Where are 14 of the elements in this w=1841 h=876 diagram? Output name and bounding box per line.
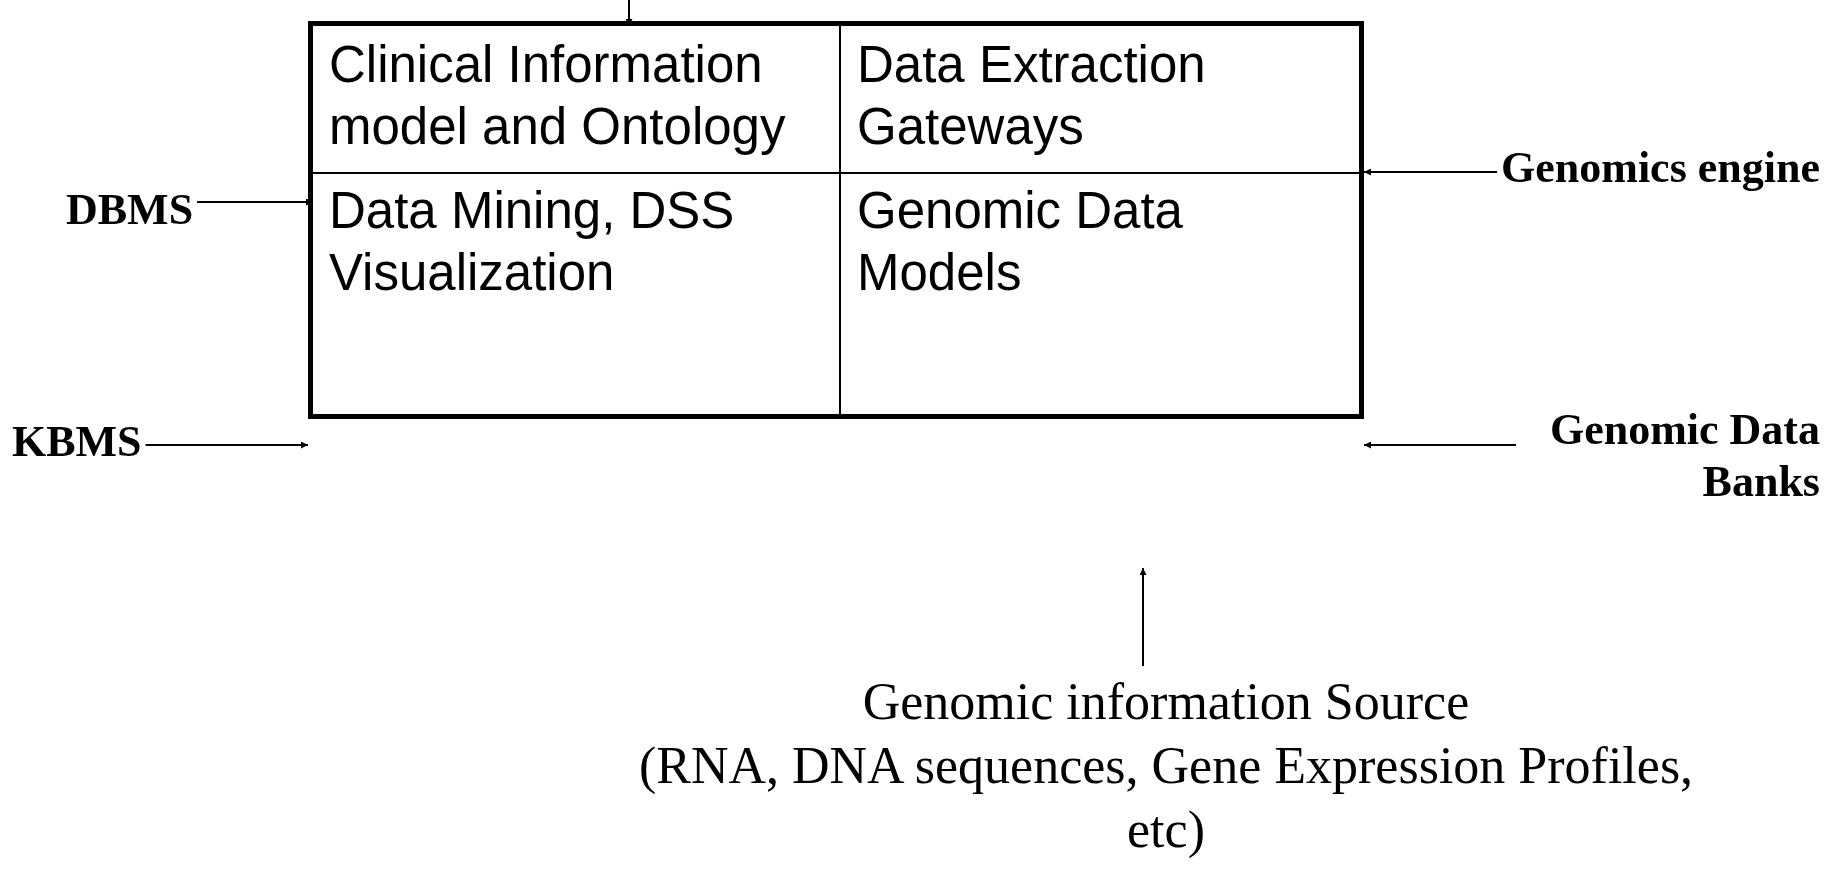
- side-label: KBMS: [12, 416, 142, 468]
- arrow: [1363, 168, 1498, 176]
- side-label: Genomic Data Banks: [1520, 404, 1820, 508]
- arrow: [1363, 441, 1517, 449]
- table-cell: Data Extraction Gateways: [841, 26, 1359, 174]
- table-cell: Data Mining, DSS Visualization: [313, 174, 841, 414]
- side-label: Genomics engine: [1501, 142, 1820, 194]
- table-cell: Genomic Data Models: [841, 174, 1359, 414]
- table-cell: Clinical Information model and Ontology: [313, 26, 841, 174]
- arrow: [1139, 567, 1147, 667]
- source-label: Genomic information Source (RNA, DNA sequences, Gene Expression Profiles, etc): [611, 670, 1721, 862]
- side-label: DBMS: [66, 184, 194, 236]
- table-frame: [308, 21, 1364, 419]
- arrow: [144, 441, 309, 449]
